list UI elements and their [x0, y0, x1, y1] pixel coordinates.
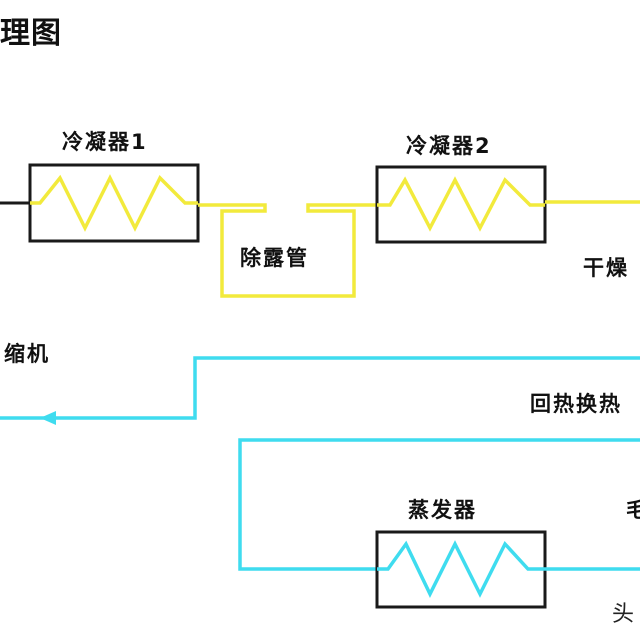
- condenser1-box: [28, 163, 200, 243]
- condenser1-coil: [30, 174, 198, 232]
- diagram-title: 理图: [0, 16, 62, 51]
- suction-return-line: [0, 356, 640, 420]
- dryer-label: 干燥: [583, 256, 629, 280]
- evaporator-box: [375, 530, 547, 609]
- condenser1-label: 冷凝器1: [62, 130, 148, 154]
- evaporator-loop-line: [238, 438, 640, 571]
- condenser2-label: 冷凝器2: [406, 134, 492, 158]
- evaporator-side-label: 毛: [626, 498, 640, 522]
- flow-arrow-icon: [40, 411, 56, 425]
- defog-pipe-label: 除露管: [240, 246, 309, 270]
- watermark-text: 头: [612, 602, 637, 627]
- defog-pipe-line: [198, 203, 378, 298]
- evaporator-coil: [377, 540, 545, 598]
- evaporator-label: 蒸发器: [408, 498, 477, 522]
- condenser2-coil: [377, 176, 545, 232]
- compressor-label: 缩机: [4, 342, 50, 366]
- condenser2-box: [375, 165, 547, 244]
- heat-exchanger-label: 回热换热: [530, 392, 622, 416]
